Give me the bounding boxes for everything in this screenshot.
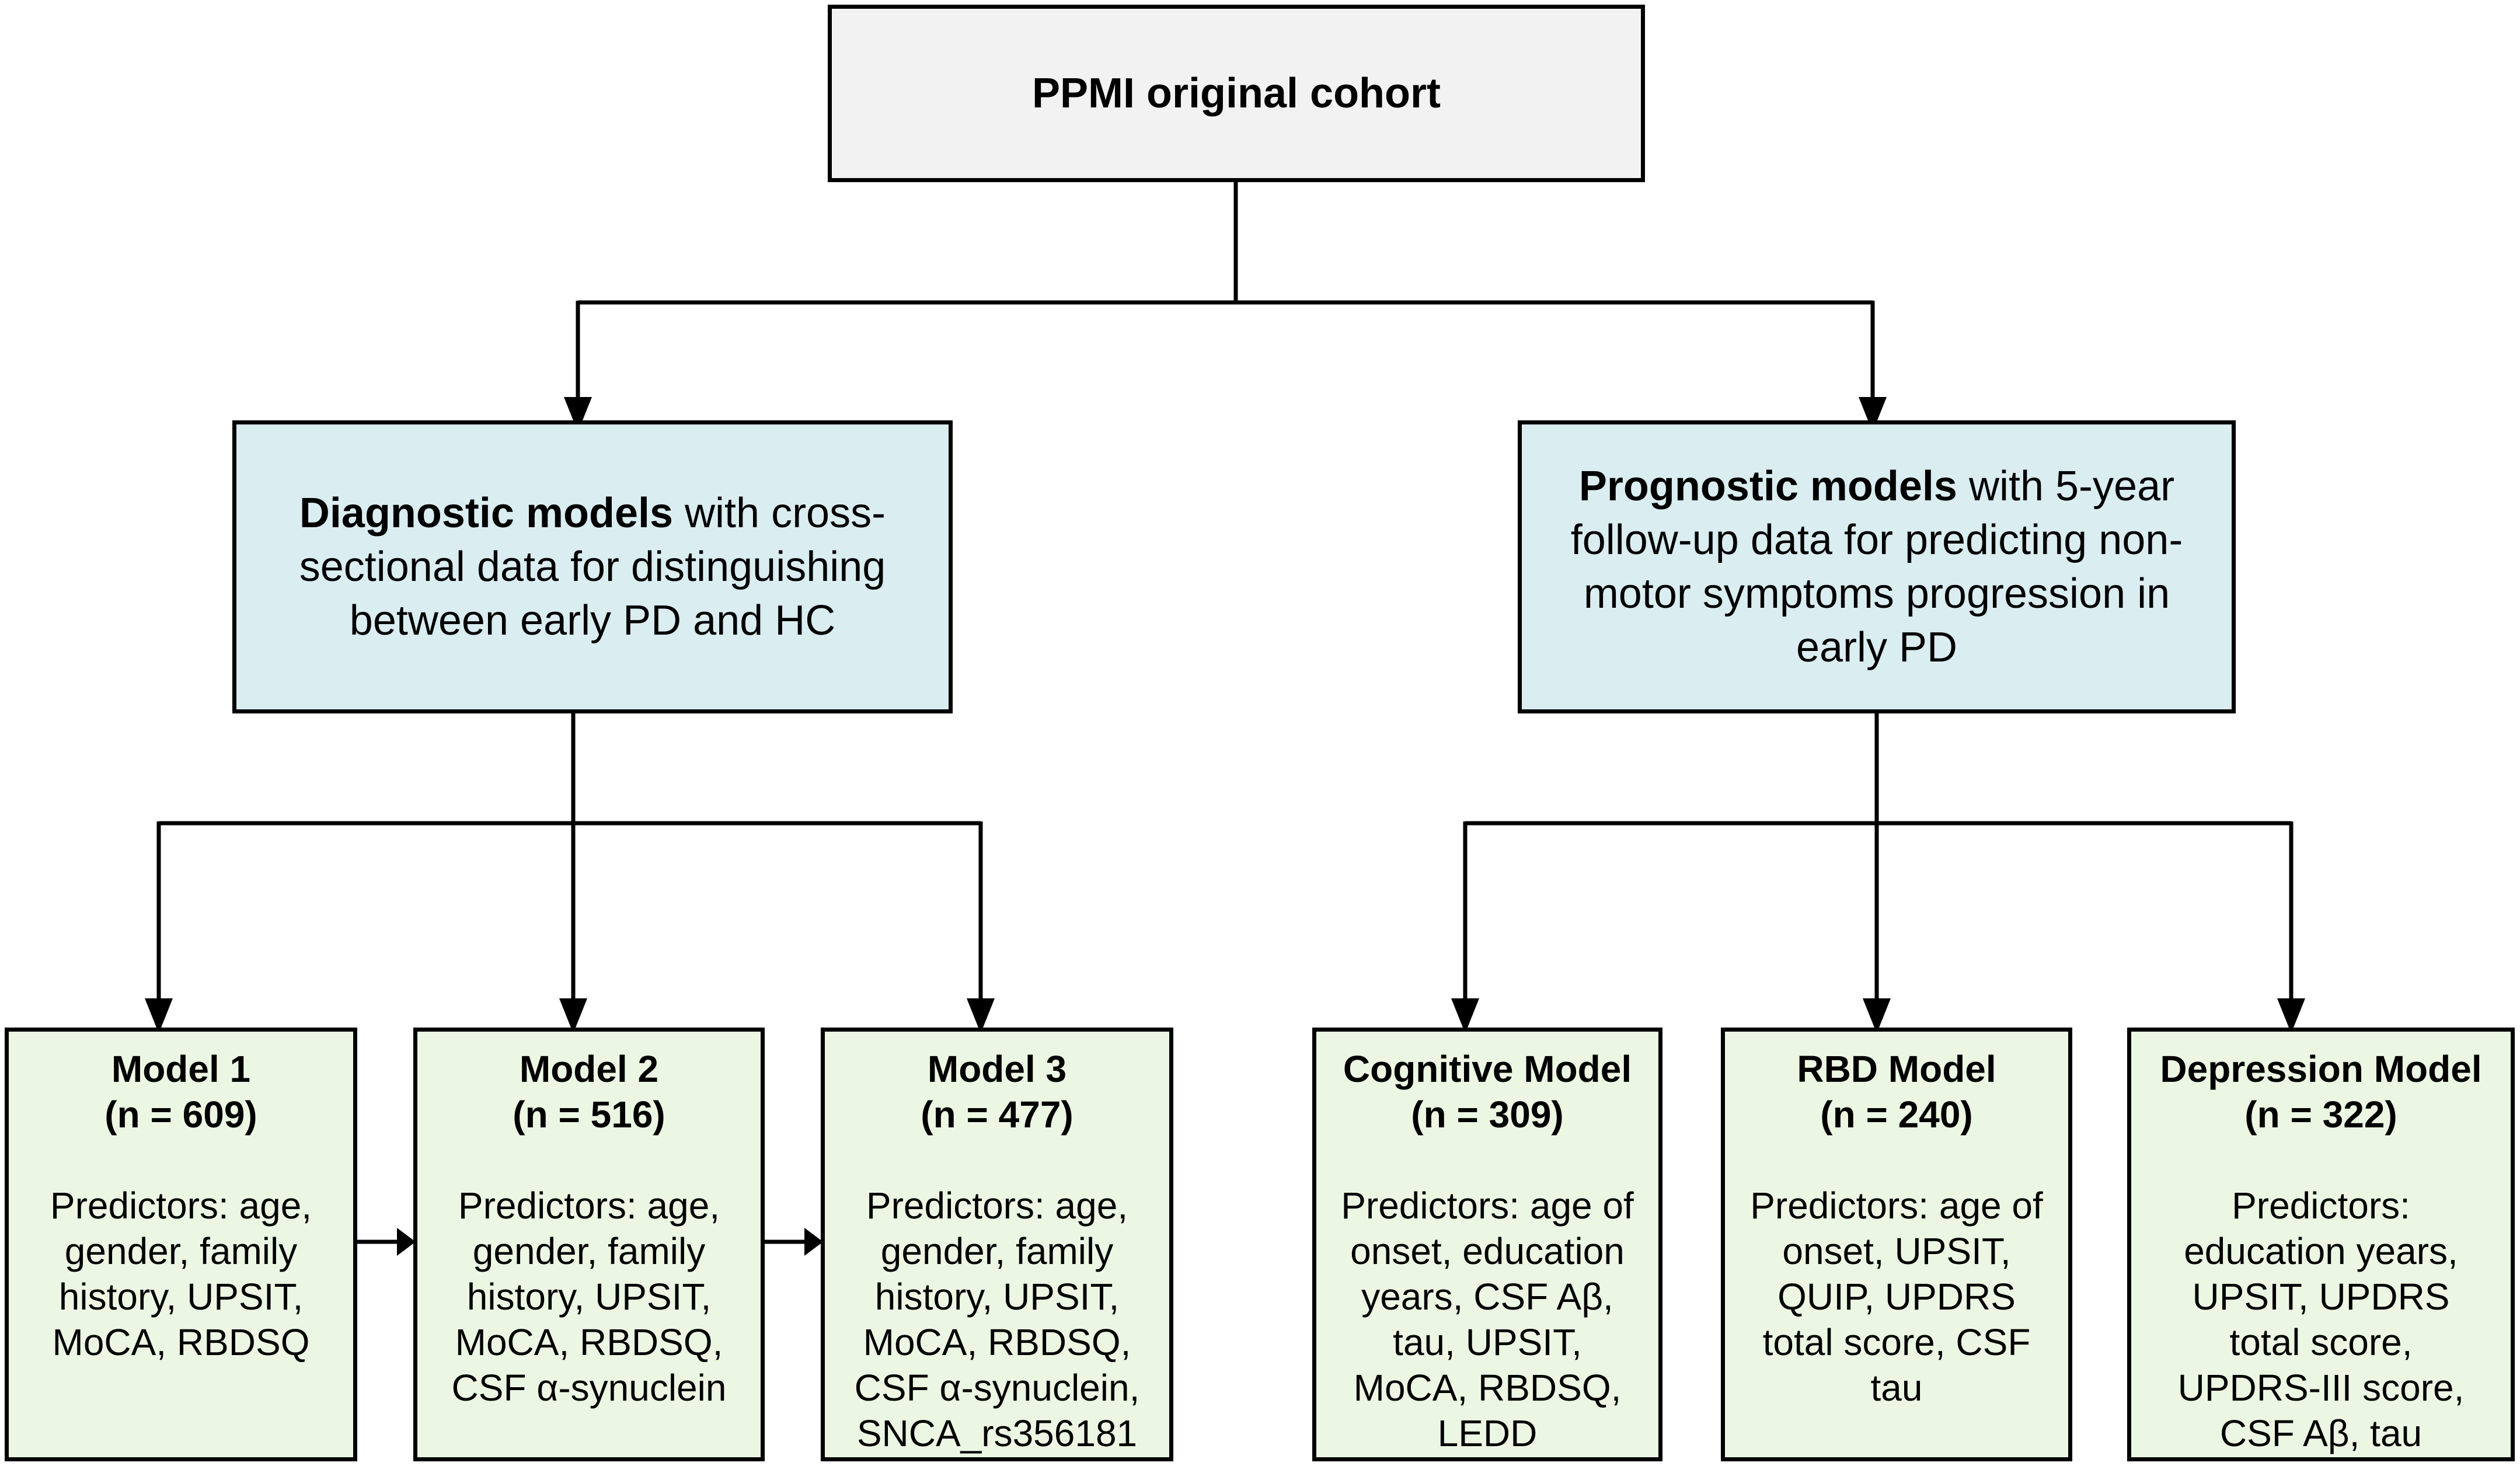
diagnostic-line-3: between early PD and HC [349, 597, 836, 644]
predictor-line: CSF α-synuclein, [854, 1367, 1140, 1409]
predictor-line: MoCA, RBDSQ, [455, 1321, 723, 1363]
predictor-line: onset, education [1350, 1230, 1625, 1272]
predictor-line: Predictors: age of [1341, 1185, 1634, 1227]
diagnostic-text: Diagnostic models with cross- sectional … [276, 486, 909, 647]
prognostic-box: Prognostic models with 5-year follow-up … [1518, 420, 2236, 713]
predictor-line: total score, [2229, 1321, 2413, 1363]
predictor-line: history, UPSIT, [58, 1276, 304, 1318]
predictor-line: history, UPSIT, [874, 1276, 1120, 1318]
predictor-line: SNCA_rs356181 [856, 1412, 1138, 1454]
predictor-line: Predictors: age, [50, 1185, 312, 1227]
predictor-line: Predictors: age of [1750, 1185, 2043, 1227]
model-title: Depression Model [2160, 1048, 2482, 1090]
model-predictors: Predictors: age, gender, family history,… [844, 1183, 1151, 1456]
model-title: Model 2 [519, 1048, 659, 1090]
model-title: RBD Model [1797, 1048, 1996, 1090]
prognostic-text: Prognostic models with 5-year follow-up … [1547, 459, 2207, 674]
predictor-line: tau, UPSIT, [1393, 1321, 1582, 1363]
predictor-line: Predictors: [2232, 1185, 2410, 1227]
diagnostic-box: Diagnostic models with cross- sectional … [232, 420, 953, 713]
model-n: (n = 609) [104, 1094, 257, 1136]
predictor-line: MoCA, RBDSQ, [863, 1321, 1131, 1363]
predictor-line: total score, CSF [1762, 1321, 2031, 1363]
prognostic-bold: Prognostic models [1578, 463, 1957, 510]
predictor-line: gender, family [64, 1230, 298, 1272]
model-title: Model 3 [927, 1048, 1067, 1090]
predictor-line: onset, UPSIT, [1782, 1230, 2011, 1272]
predictor-line: gender, family [472, 1230, 706, 1272]
cognitive-model-box: Cognitive Model (n = 309) Predictors: ag… [1312, 1028, 1662, 1461]
root-title: PPMI original cohort [1031, 70, 1441, 117]
predictor-line: UPSIT, UPDRS [2192, 1276, 2450, 1318]
root-box: PPMI original cohort [828, 5, 1645, 182]
predictor-line: history, UPSIT, [466, 1276, 712, 1318]
model-predictors: Predictors: age, gender, family history,… [441, 1183, 737, 1411]
prognostic-line-2: follow-up data for predicting non- [1570, 517, 2183, 563]
predictor-line: UPDRS-III score, [2177, 1367, 2465, 1409]
depression-model-box: Depression Model (n = 322) Predictors: e… [2127, 1028, 2515, 1461]
model-n: (n = 309) [1411, 1094, 1564, 1136]
model-title: Cognitive Model [1343, 1048, 1632, 1090]
model-box-2: Model 2 (n = 516) Predictors: age, gende… [413, 1028, 765, 1461]
model-n: (n = 516) [513, 1094, 665, 1136]
model-n: (n = 322) [2244, 1094, 2397, 1136]
predictor-line: LEDD [1437, 1412, 1538, 1454]
model-predictors: Predictors: age of onset, UPSIT, QUIP, U… [1740, 1183, 2054, 1411]
prognostic-line-4: early PD [1796, 624, 1958, 671]
predictor-line: Predictors: age, [866, 1185, 1128, 1227]
model-predictors: Predictors: age of onset, education year… [1330, 1183, 1644, 1456]
diagnostic-line-1: with cross- [673, 490, 886, 537]
model-n: (n = 240) [1820, 1094, 1973, 1136]
predictor-line: years, CSF Aβ, [1361, 1276, 1613, 1318]
predictor-line: MoCA, RBDSQ [52, 1321, 310, 1363]
prognostic-line-1: with 5-year [1957, 463, 2175, 510]
model-box-3: Model 3 (n = 477) Predictors: age, gende… [821, 1028, 1173, 1461]
model-title: Model 1 [111, 1048, 251, 1090]
predictor-line: MoCA, RBDSQ, [1353, 1367, 1622, 1409]
model-box-1: Model 1 (n = 609) Predictors: age, gende… [5, 1028, 357, 1461]
predictor-line: CSF α-synuclein [451, 1367, 727, 1409]
diagnostic-line-2: sectional data for distinguishing [299, 544, 886, 590]
diagnostic-bold: Diagnostic models [299, 490, 674, 537]
predictor-line: Predictors: age, [458, 1185, 720, 1227]
model-n: (n = 477) [921, 1094, 1073, 1136]
predictor-line: gender, family [880, 1230, 1114, 1272]
predictor-line: QUIP, UPDRS [1777, 1276, 2016, 1318]
predictor-line: tau [1870, 1367, 1923, 1409]
model-predictors: Predictors: education years, UPSIT, UPDR… [2167, 1183, 2475, 1456]
predictor-line: CSF Aβ, tau [2219, 1412, 2423, 1454]
model-predictors: Predictors: age, gender, family history,… [40, 1183, 322, 1365]
predictor-line: education years, [2184, 1230, 2458, 1272]
prognostic-line-3: motor symptoms progression in [1583, 570, 2170, 617]
rbd-model-box: RBD Model (n = 240) Predictors: age of o… [1721, 1028, 2072, 1461]
